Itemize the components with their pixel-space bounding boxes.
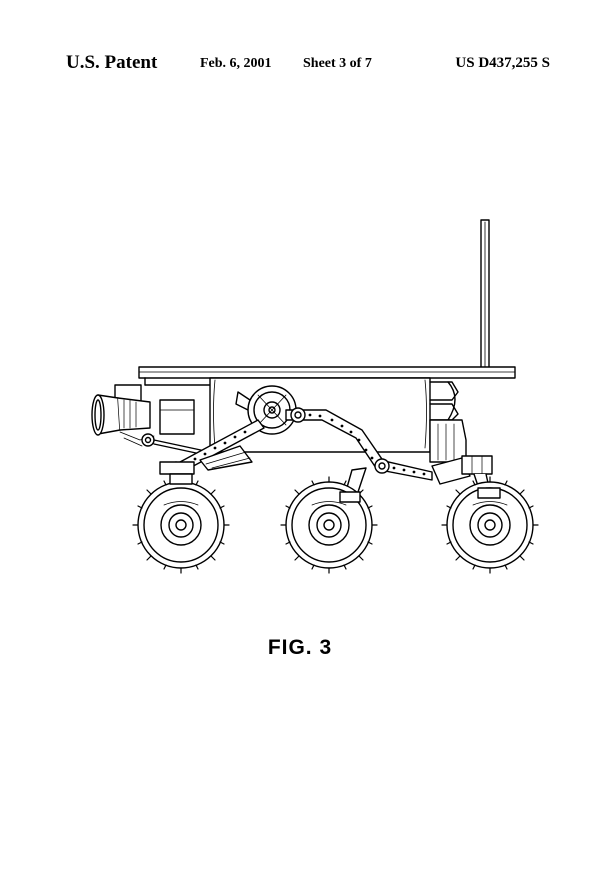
rocker-bogie-arms (159, 407, 493, 499)
front-camera-assembly (91, 384, 211, 457)
figure-label: FIG. 3 (267, 636, 333, 659)
patent-number: US D437,255 S (455, 55, 550, 71)
sheet-number: Sheet 3 of 7 (303, 56, 372, 71)
front-wheel (132, 476, 230, 574)
rear-wheel (441, 476, 539, 574)
middle-wheel-hub (339, 491, 361, 503)
patent-label: U.S. Patent (66, 52, 158, 73)
rear-wheel-hub (477, 487, 501, 499)
middle-wheel (280, 476, 378, 574)
antenna-mast (480, 219, 490, 377)
front-wheel-hub (169, 473, 193, 485)
patent-date: Feb. 6, 2001 (200, 56, 272, 71)
patent-header: U.S. Patent Feb. 6, 2001 Sheet 3 of 7 US… (0, 52, 600, 76)
